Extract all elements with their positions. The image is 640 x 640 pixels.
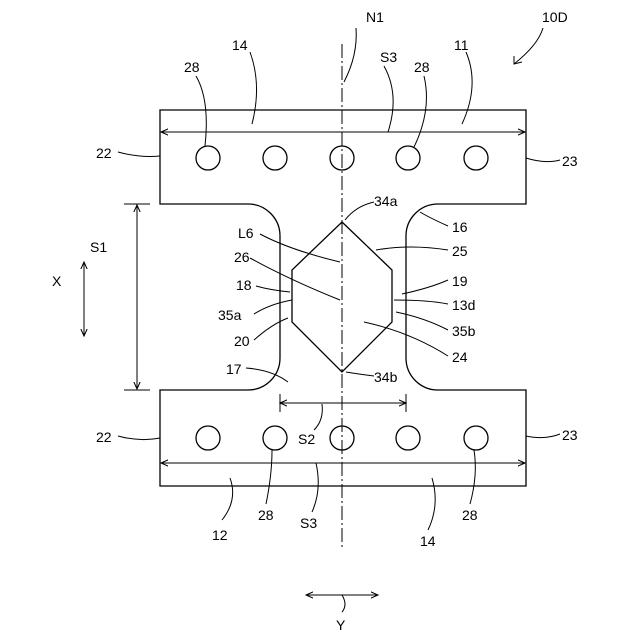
label-14-bottom: 14 [420, 533, 436, 549]
leader-s2 [314, 404, 322, 430]
label-23-top: 23 [562, 153, 578, 169]
label-22-bottom: 22 [96, 429, 112, 445]
leader-28-tl [196, 76, 206, 146]
hole-bottom-5 [464, 426, 488, 450]
label-22-top: 22 [96, 145, 112, 161]
label-20: 20 [234, 333, 250, 349]
leader-18 [256, 286, 290, 292]
label-35b: 35b [452, 323, 476, 339]
leader-s3-bottom [312, 463, 318, 512]
leader-19 [402, 280, 448, 294]
leader-20 [254, 318, 288, 340]
label-26: 26 [234, 249, 250, 265]
label-23-bottom: 23 [562, 427, 578, 443]
label-28-tr: 28 [414, 59, 430, 75]
leader-28-br [470, 450, 475, 504]
leader-14-top [250, 52, 257, 124]
leader-23-bottom [526, 434, 560, 438]
hole-top-1 [196, 146, 220, 170]
leader-12 [222, 478, 233, 520]
label-28-bm: 28 [258, 507, 274, 523]
label-34b: 34b [374, 369, 398, 385]
label-s2: S2 [298, 431, 315, 447]
leader-25 [376, 247, 448, 250]
leader-l6 [260, 234, 340, 262]
label-35a: 35a [218, 307, 242, 323]
label-13d: 13d [452, 297, 475, 313]
leader-35b [396, 312, 448, 330]
hole-bottom-2 [263, 426, 287, 450]
label-28-br: 28 [462, 507, 478, 523]
leader-34b [346, 372, 374, 376]
label-x: X [52, 273, 62, 289]
label-s3-bottom: S3 [300, 515, 317, 531]
figure-arrow [514, 28, 543, 64]
hole-bottom-4 [396, 426, 420, 450]
label-n1: N1 [366, 9, 384, 25]
hole-top-5 [464, 146, 488, 170]
label-19: 19 [452, 273, 468, 289]
leader-n1 [344, 28, 356, 82]
label-25: 25 [452, 243, 468, 259]
leader-13d [394, 300, 448, 304]
leader-17 [246, 368, 288, 382]
leader-23-top [526, 158, 560, 162]
label-14-top: 14 [232, 37, 248, 53]
leader-s3-top [384, 66, 393, 132]
leader-11 [462, 52, 472, 124]
hole-top-2 [263, 146, 287, 170]
label-17: 17 [226, 361, 242, 377]
label-34a: 34a [374, 193, 398, 209]
label-s3-top: S3 [380, 49, 397, 65]
leader-22-bottom [118, 436, 160, 440]
label-16: 16 [452, 219, 468, 235]
label-10d: 10D [542, 9, 568, 25]
leader-35a [254, 300, 292, 314]
leader-34a [345, 202, 374, 220]
hole-bottom-1 [196, 426, 220, 450]
leader-16 [420, 212, 448, 226]
leader-28-tr [414, 76, 426, 147]
leader-28-bm [266, 450, 272, 504]
label-y: Y [336, 617, 346, 633]
hole-top-4 [396, 146, 420, 170]
leader-26 [250, 258, 340, 300]
leader-22-top [118, 152, 160, 157]
label-12: 12 [212, 527, 228, 543]
label-28-tl: 28 [184, 59, 200, 75]
label-s1: S1 [90, 239, 107, 255]
direction-y-tick [342, 595, 345, 612]
label-l6: L6 [238, 225, 254, 241]
label-11: 11 [454, 37, 469, 53]
label-24: 24 [452, 349, 468, 365]
label-18: 18 [236, 277, 252, 293]
